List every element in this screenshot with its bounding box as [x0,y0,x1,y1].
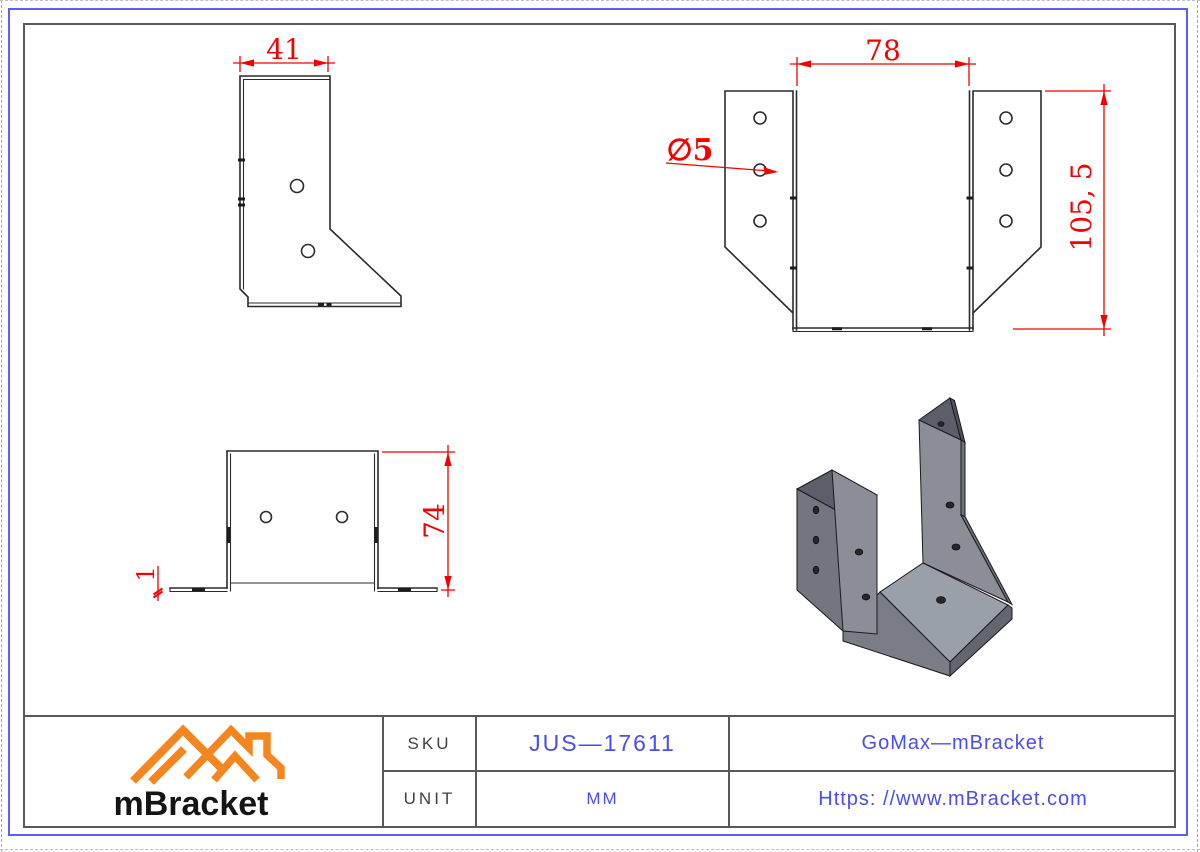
titleblock-divider-1 [382,715,384,828]
titleblock-divider-2 [475,715,477,828]
top-view: 74 1 [132,445,455,601]
side-hole-2 [300,243,316,259]
logo-wordmark: mBracket [113,784,269,823]
dim-opening-78: 78 [790,34,976,86]
flange-hole [999,214,1013,228]
sku-label: SKU [407,733,452,753]
seat-hole-2 [335,510,349,524]
unit-value: MM [586,789,619,808]
page-edge-left [1,0,2,852]
product-name: GoMax—mBracket [861,732,1045,754]
side-view: 41 [233,33,402,308]
dim-41-text: 41 [266,33,302,66]
page-edge-right [1197,0,1198,852]
dim-105-5-text: 105, 5 [1065,162,1098,251]
flange-hole [999,163,1013,177]
drawing-frame [23,23,1176,828]
sku-value: JUS—17611 [529,730,676,756]
seat-hole-1 [259,510,273,524]
dim-hole-diameter-text: ∅5 [666,133,713,168]
dim-78-text: 78 [865,34,901,67]
front-view: 78 105, 5 ∅5 [665,34,1111,336]
flange-hole [753,214,767,228]
logo-roof-icon [130,724,285,785]
dim-thickness-1: 1 [132,566,164,601]
dim-width-41: 41 [233,33,335,72]
titleblock-mid-line [382,770,1176,772]
titleblock-top-line [23,715,1176,717]
unit-label: UNIT [403,789,456,808]
titleblock-divider-3 [728,715,730,828]
dim-hole-diameter: ∅5 [665,133,778,175]
side-hole-1 [289,178,305,194]
website-url: Https: //www.mBracket.com [818,787,1088,810]
dim-depth-74: 74 [382,445,455,597]
dim-height-105-5: 105, 5 [1013,84,1111,336]
dim-1-text: 1 [132,566,160,581]
page-edge-top [0,0,1200,1]
flange-hole [753,111,767,125]
viewport-border [8,8,1188,836]
iso-3d-view [795,396,1014,678]
dim-74-text: 74 [418,503,451,539]
flange-hole [999,111,1013,125]
page-edge-bottom [0,849,1200,850]
